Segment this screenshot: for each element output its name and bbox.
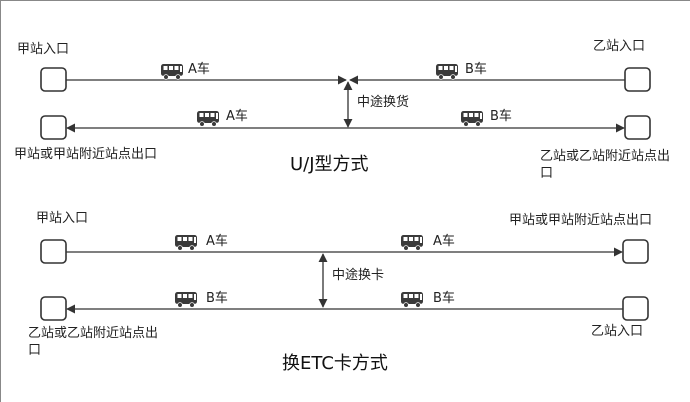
bus-icon [400, 291, 424, 308]
diagram-title: 换ETC卡方式 [282, 353, 388, 374]
diagram-title: U/J型方式 [290, 154, 369, 175]
bus-icon [435, 63, 459, 80]
station-box-bottom-left [40, 296, 67, 321]
bus-label: B车 [206, 291, 228, 306]
transfer-label: 中途换卡 [332, 268, 385, 283]
bus-icon [196, 110, 220, 127]
station-box-bottom-right [622, 296, 649, 321]
station-label-top-left: 甲站入口 [36, 211, 89, 226]
bus-label: A车 [433, 234, 455, 249]
station-box-top-left [40, 239, 67, 264]
station-label-top-right: 甲站或甲站附近站点出口 [509, 213, 653, 228]
station-label-bottom-right: 乙站或乙站附近站点出口 [540, 149, 671, 181]
bus-label: A车 [226, 109, 248, 124]
station-box-bottom-right [624, 115, 651, 140]
bus-label: A车 [188, 62, 210, 77]
bus-label: B车 [465, 62, 487, 77]
bus-label: B车 [490, 109, 512, 124]
station-label-top-left: 甲站入口 [17, 42, 70, 57]
station-box-bottom-left [40, 115, 67, 140]
station-box-top-left [40, 67, 67, 92]
station-box-top-right [622, 239, 649, 264]
transfer-label: 中途换货 [357, 95, 410, 110]
diagram-etc [40, 234, 649, 321]
station-label-bottom-right: 乙站入口 [591, 324, 644, 339]
bus-icon [174, 234, 198, 251]
diagram-uj [40, 63, 651, 140]
station-label-bottom-left: 甲站或甲站附近站点出口 [14, 147, 158, 162]
bus-label: A车 [206, 234, 228, 249]
station-label-top-right: 乙站入口 [593, 39, 646, 54]
bus-label: B车 [433, 291, 455, 306]
bus-icon [460, 110, 484, 127]
bus-icon [160, 63, 184, 80]
bus-icon [174, 291, 198, 308]
bus-icon [400, 234, 424, 251]
station-box-top-right [624, 67, 651, 92]
station-label-bottom-left: 乙站或乙站附近站点出口 [28, 326, 159, 358]
